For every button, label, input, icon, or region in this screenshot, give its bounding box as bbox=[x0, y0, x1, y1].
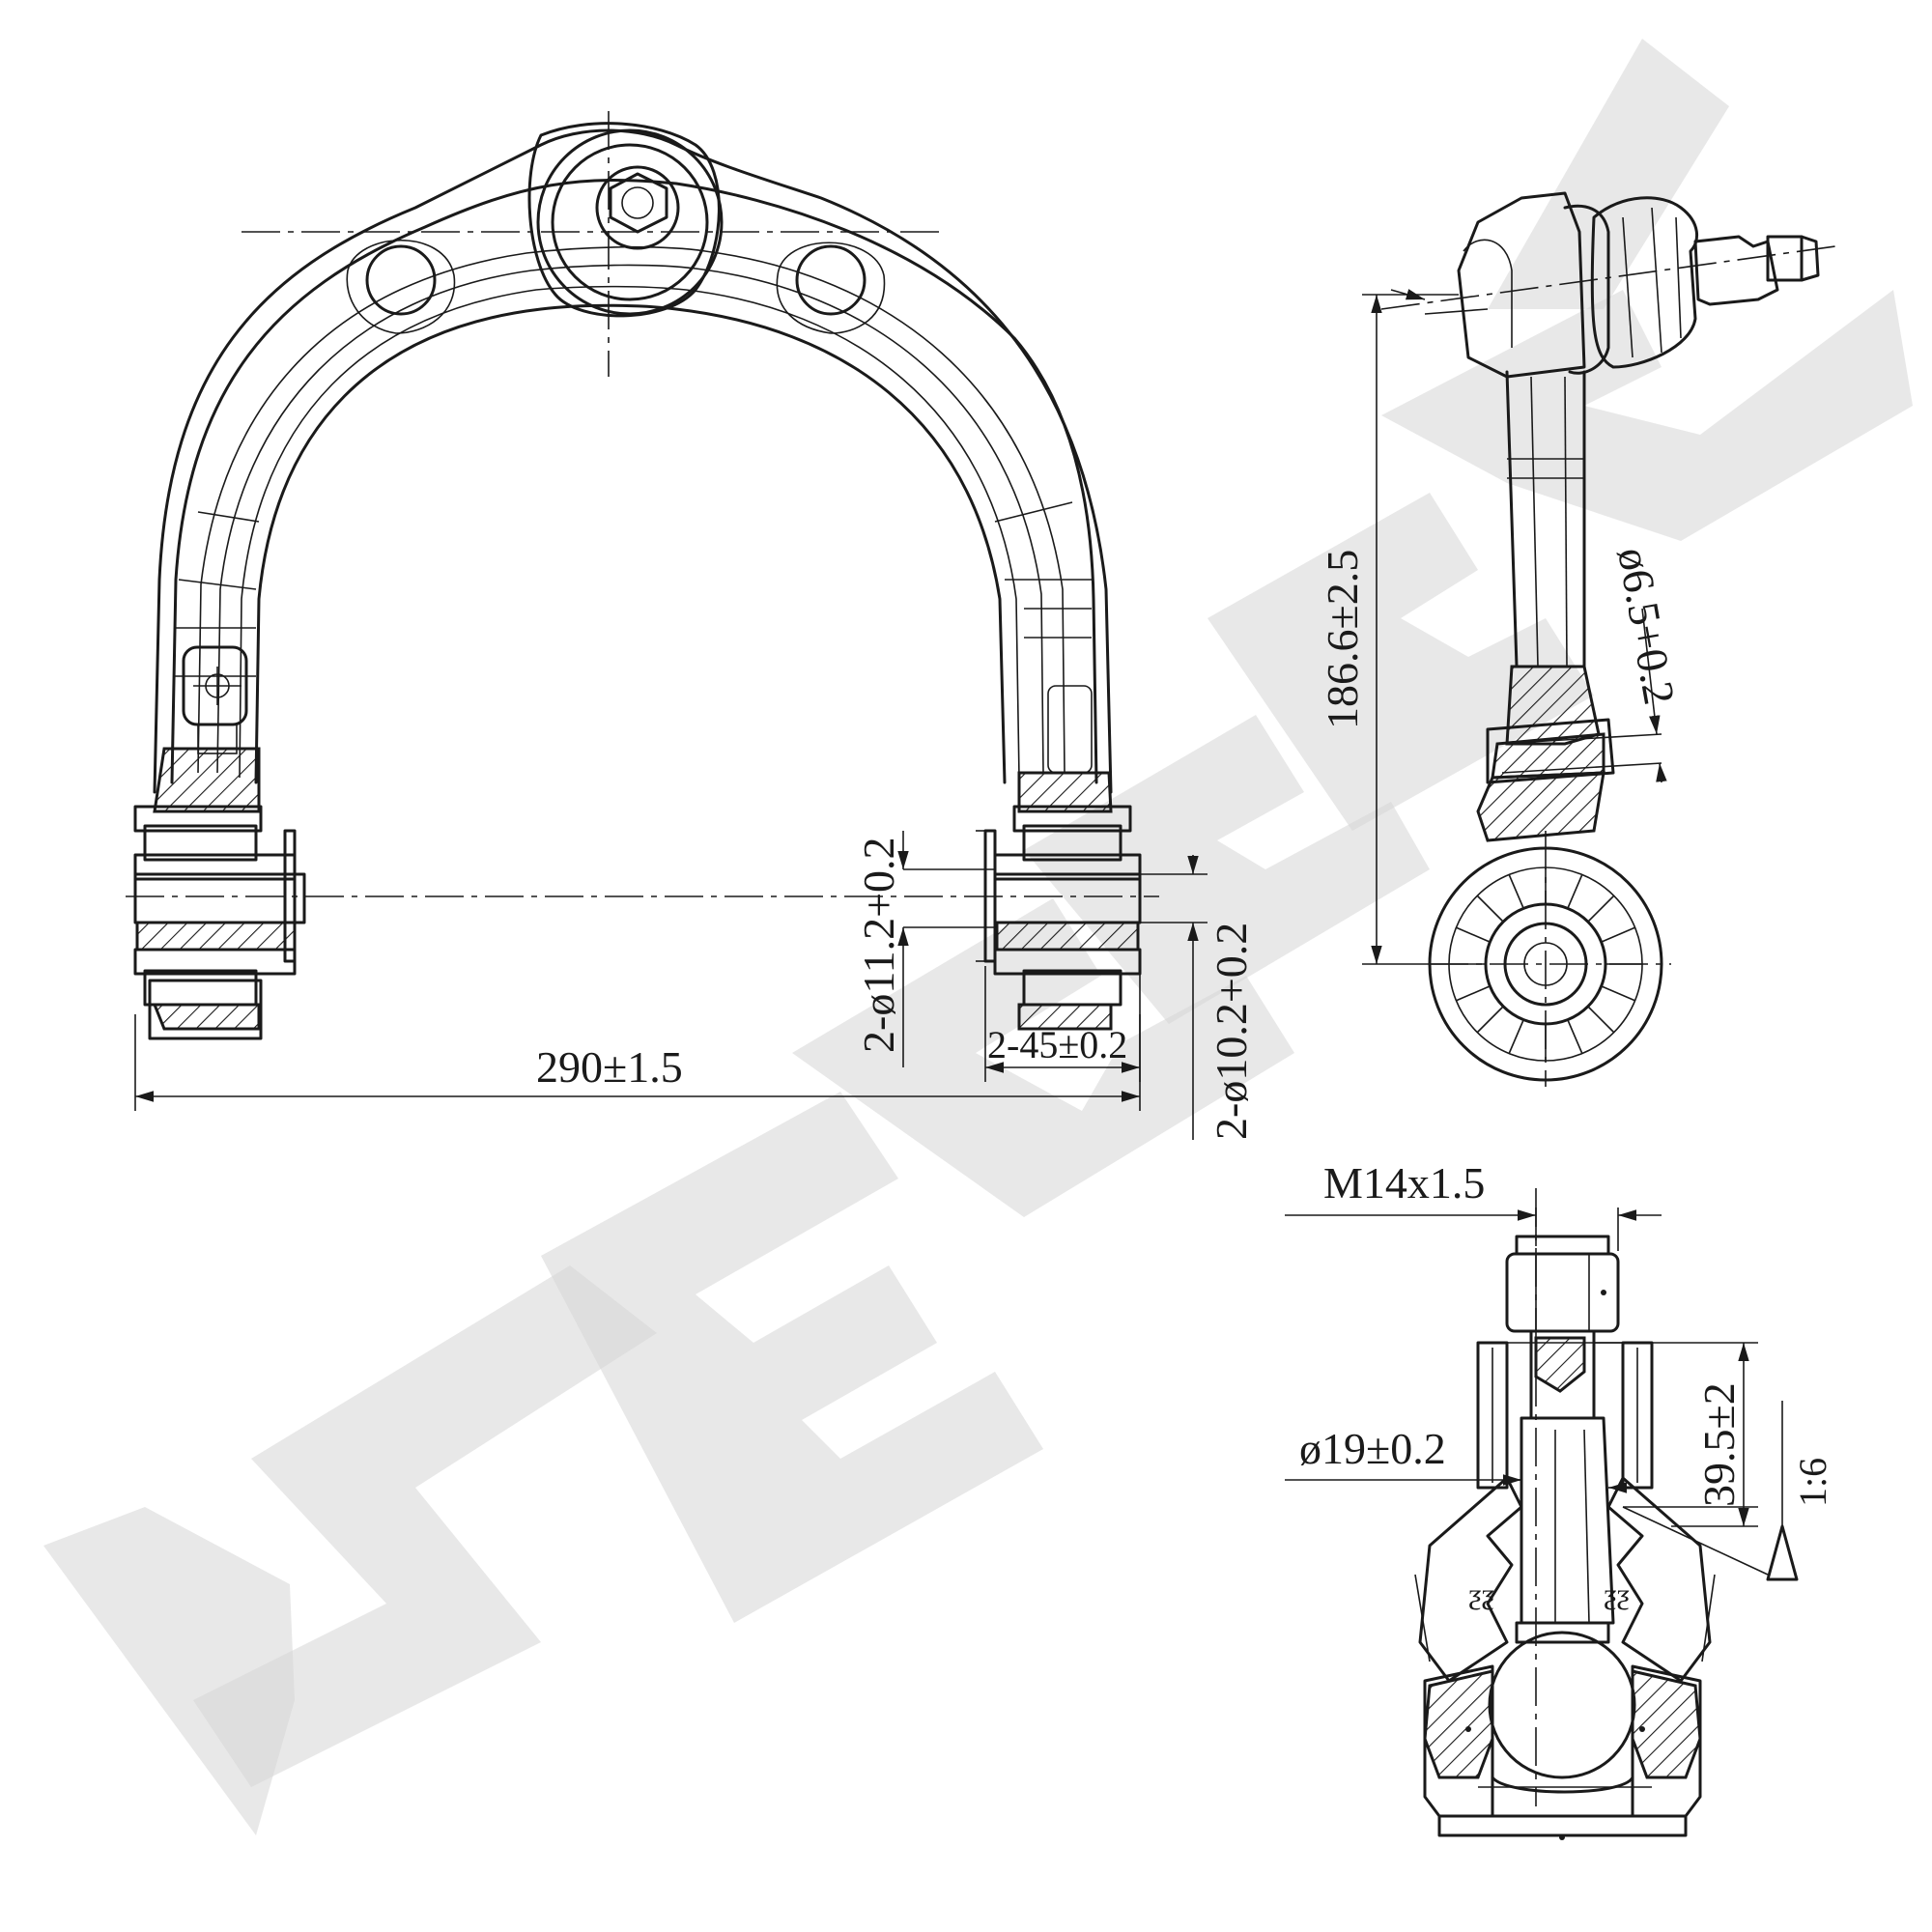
dim-stud-diameter: ø6.5+0.2 bbox=[1608, 544, 1685, 708]
dim-bore-right: 2-ø10.2+0.2 bbox=[1207, 923, 1256, 1140]
watermark-logo bbox=[43, 39, 1913, 1835]
bearing-ticks bbox=[1449, 867, 1642, 1061]
ball-joint-section: ƺƺ ƺƺ M14x1.5 39.5±2 ø19±0.2 bbox=[1285, 1158, 1834, 1840]
control-arm-side-view: 186.6±2.5 ø6.5+0.2 bbox=[1318, 191, 1836, 1087]
dim-taper-length: 39.5±2 bbox=[1694, 1382, 1744, 1507]
dim-bore-left: 2-ø11.2+0.2 bbox=[854, 837, 903, 1053]
dim-taper-ratio: 1:6 bbox=[1791, 1458, 1834, 1507]
dim-bushing-length: 2-45±0.2 bbox=[987, 1023, 1127, 1066]
dim-arm-height: 186.6±2.5 bbox=[1318, 550, 1367, 729]
svg-text:ƺƺ: ƺƺ bbox=[1604, 1578, 1630, 1610]
dim-overall-width: 290±1.5 bbox=[536, 1042, 683, 1092]
dim-taper-diameter: ø19±0.2 bbox=[1299, 1424, 1446, 1473]
svg-text:ƺƺ: ƺƺ bbox=[1468, 1578, 1494, 1610]
dim-thread: M14x1.5 bbox=[1323, 1158, 1485, 1208]
control-arm-front-view: 290±1.5 2-45±0.2 2-ø11.2+0.2 2-ø10.2+0.2 bbox=[126, 111, 1256, 1140]
